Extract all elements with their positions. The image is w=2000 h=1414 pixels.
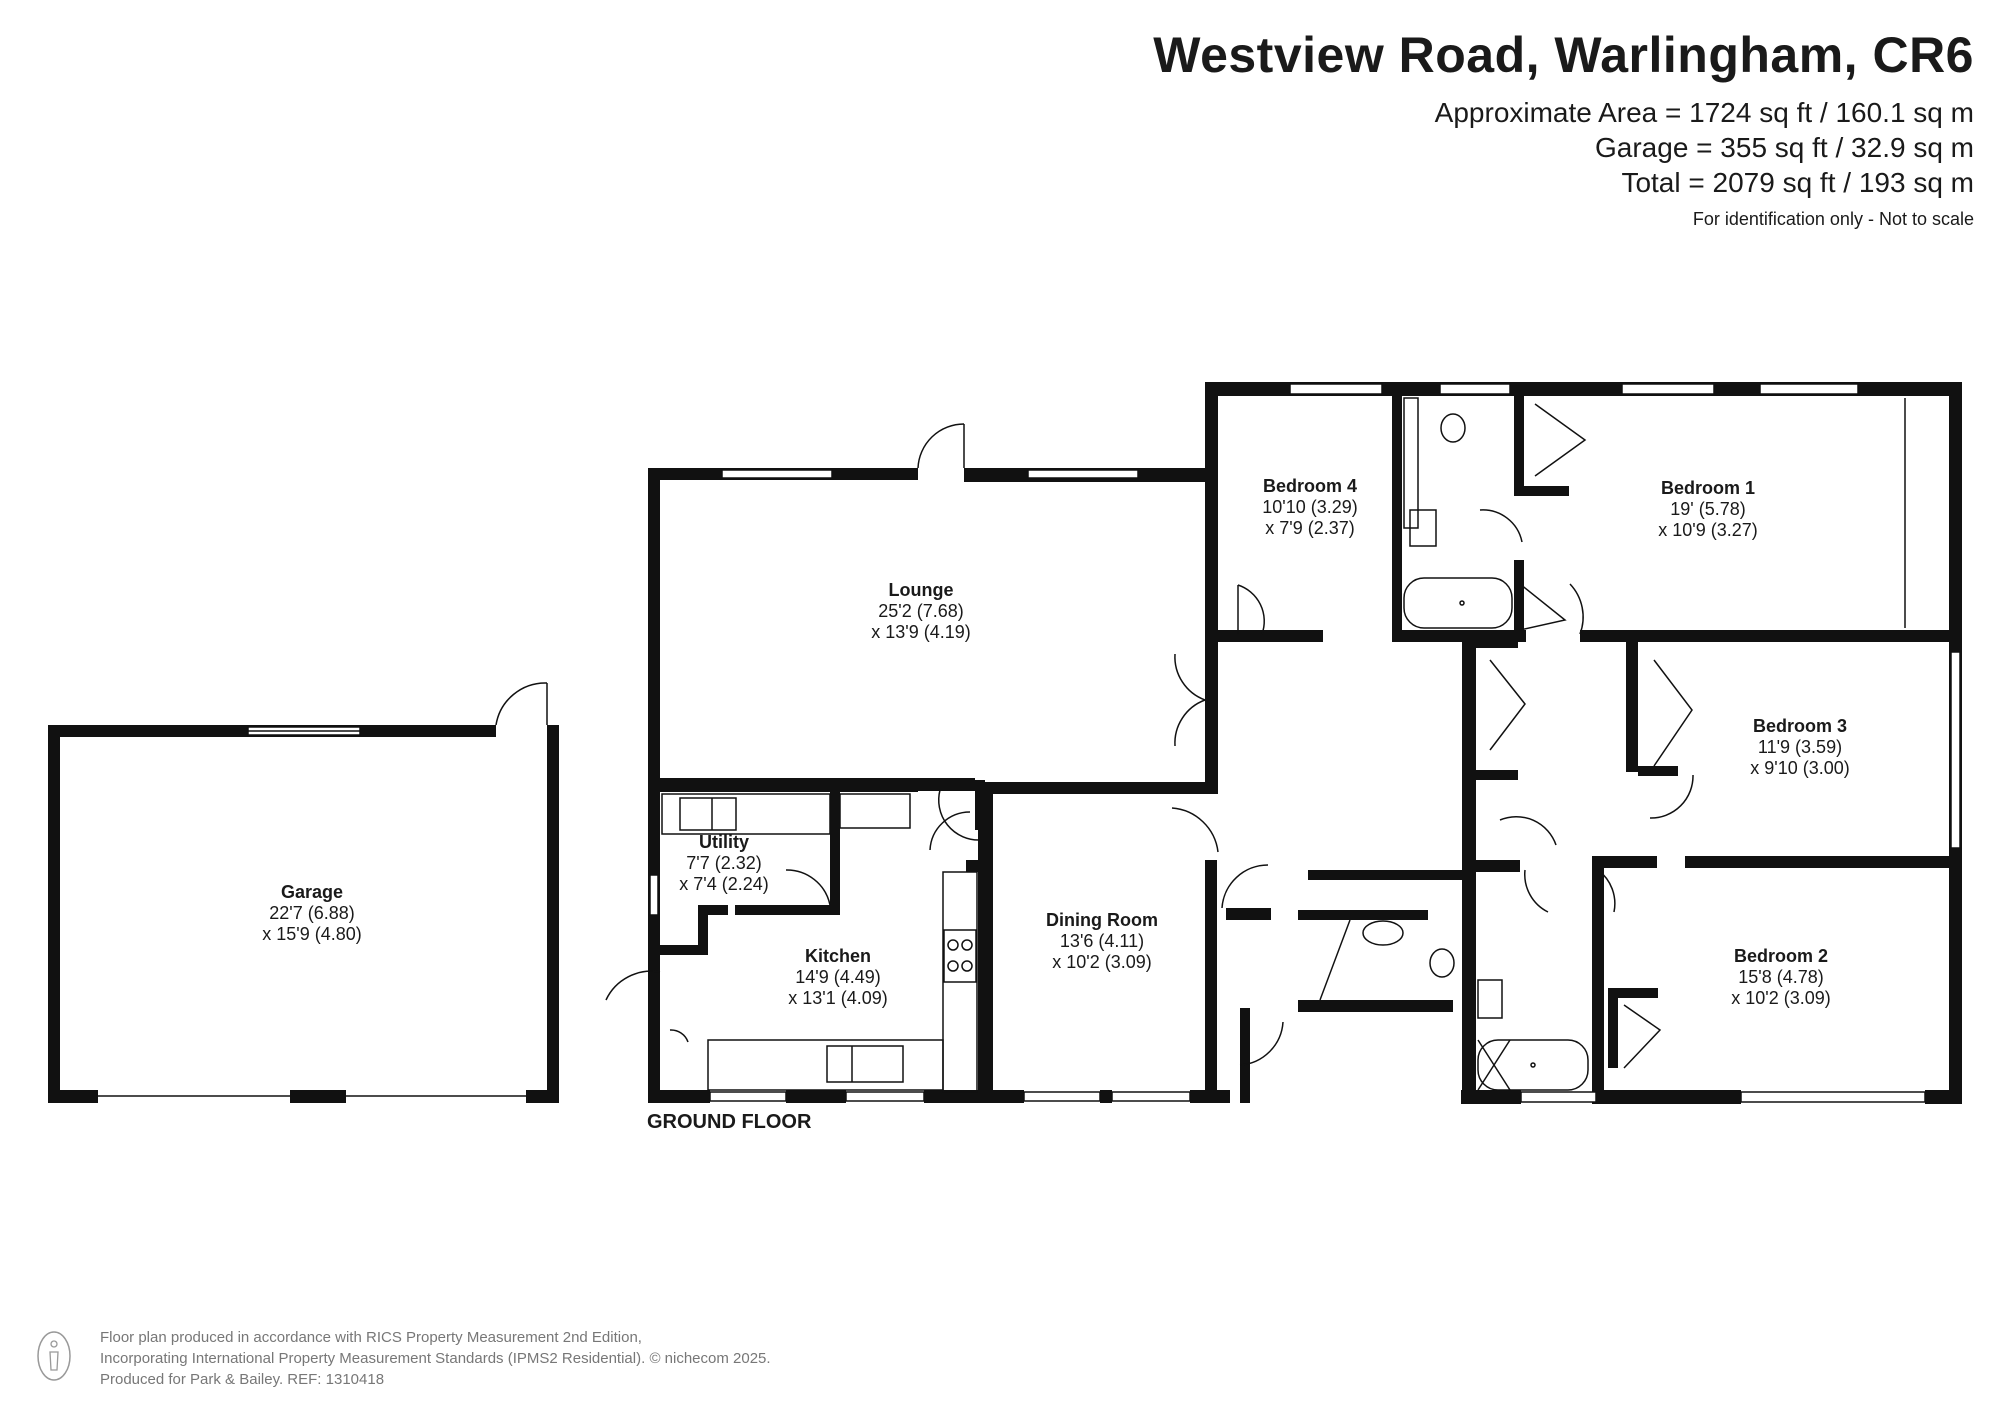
room-dining: Dining Room 13'6 (4.11) x 10'2 (3.09) <box>972 910 1232 973</box>
room-name: Bedroom 3 <box>1752 716 1848 736</box>
room-bedroom-1: Bedroom 1 19' (5.78) x 10'9 (3.27) <box>1578 478 1838 541</box>
room-dimension: x 13'1 (4.09) <box>788 988 888 1008</box>
room-name: Bedroom 4 <box>1262 476 1358 496</box>
room-name: Dining Room <box>1046 910 1158 930</box>
room-dimension: 10'10 (3.29) <box>1262 497 1358 517</box>
person-icon <box>37 1331 71 1381</box>
room-name: Lounge <box>888 580 954 600</box>
room-dimension: x 10'2 (3.09) <box>1052 952 1152 972</box>
room-dimension: x 7'9 (2.37) <box>1265 518 1355 538</box>
room-dimension: 14'9 (4.49) <box>795 967 881 987</box>
footer-line: Produced for Park & Bailey. REF: 1310418 <box>100 1371 385 1388</box>
room-dimension: x 9'10 (3.00) <box>1750 758 1850 778</box>
floor-label: GROUND FLOOR <box>647 1111 812 1133</box>
room-lounge: Lounge 25'2 (7.68) x 13'9 (4.19) <box>791 580 1051 643</box>
room-name: Bedroom 2 <box>1733 946 1829 966</box>
room-dimension: 25'2 (7.68) <box>878 601 964 621</box>
room-bedroom-3: Bedroom 3 11'9 (3.59) x 9'10 (3.00) <box>1670 716 1930 779</box>
garage-walls <box>48 725 559 1103</box>
room-dimension: x 10'2 (3.09) <box>1731 988 1831 1008</box>
room-name: Garage <box>280 882 344 902</box>
bathroom-fixtures <box>661 397 1589 1093</box>
footer-line: Incorporating International Property Mea… <box>100 1350 771 1367</box>
room-dimension: 22'7 (6.88) <box>269 903 355 923</box>
room-name: Kitchen <box>804 946 871 966</box>
wardrobes <box>1489 398 1906 1069</box>
garage-fixtures <box>98 682 548 1097</box>
room-bedroom-4: Bedroom 4 10'10 (3.29) x 7'9 (2.37) <box>1180 476 1440 539</box>
doors <box>605 423 1694 1066</box>
room-name: Utility <box>698 832 749 852</box>
room-dimension: 19' (5.78) <box>1670 499 1746 519</box>
page-title: Westview Road, Warlingham, CR6 <box>1153 27 1974 83</box>
room-garage: Garage 22'7 (6.88) x 15'9 (4.80) <box>182 882 442 945</box>
room-dimension: x 7'4 (2.24) <box>679 874 769 894</box>
footer-credits: Floor plan produced in accordance with R… <box>100 1327 771 1390</box>
room-name: Bedroom 1 <box>1660 478 1756 498</box>
room-dimension: x 15'9 (4.80) <box>262 924 362 944</box>
disclaimer-note: For identification only - Not to scale <box>1692 209 1974 229</box>
room-dimension: x 10'9 (3.27) <box>1658 520 1758 540</box>
room-bedroom-2: Bedroom 2 15'8 (4.78) x 10'2 (3.09) <box>1651 946 1911 1009</box>
room-dimension: x 13'9 (4.19) <box>871 622 971 642</box>
garage-area: Garage = 355 sq ft / 32.9 sq m <box>1595 132 1974 163</box>
room-dimension: 13'6 (4.11) <box>1059 931 1145 951</box>
room-dimension: 11'9 (3.59) <box>1757 737 1843 757</box>
approximate-area: Approximate Area = 1724 sq ft / 160.1 sq… <box>1434 97 1974 128</box>
room-kitchen: Kitchen 14'9 (4.49) x 13'1 (4.09) <box>708 946 968 1009</box>
total-area: Total = 2079 sq ft / 193 sq m <box>1621 167 1974 198</box>
footer-line: Floor plan produced in accordance with R… <box>100 1329 642 1346</box>
windows <box>649 383 1961 1103</box>
room-dimension: 15'8 (4.78) <box>1738 967 1824 987</box>
kitchen-utility-walls <box>660 780 988 1102</box>
room-utility: Utility 7'7 (2.32) x 7'4 (2.24) <box>594 832 854 895</box>
room-dimension: 7'7 (2.32) <box>686 853 762 873</box>
